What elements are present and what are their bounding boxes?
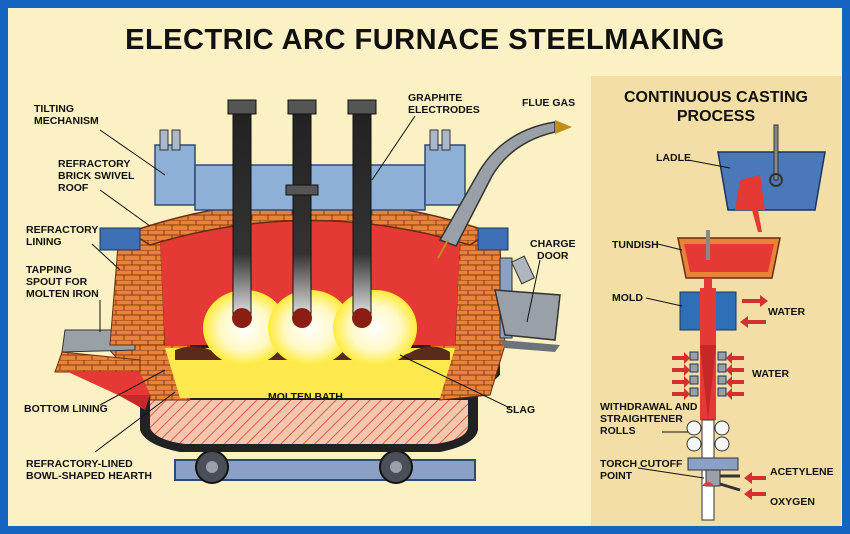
tilting-frame-left bbox=[154, 144, 196, 206]
casting-title: CONTINUOUS CASTING PROCESS bbox=[591, 88, 841, 126]
electrode-3 bbox=[347, 99, 377, 328]
label-withdrawal-line-2: STRAIGHTENER bbox=[600, 413, 683, 425]
flue-arrow bbox=[555, 120, 572, 134]
arc-glow-1 bbox=[203, 290, 287, 366]
label-tilting-mechanism: TILTING MECHANISM bbox=[34, 103, 99, 127]
label-torch-line-1: TORCH CUTOFF bbox=[600, 458, 683, 470]
label-withdrawal-line-1: WITHDRAWAL AND bbox=[600, 401, 698, 413]
label-refractory-roof: REFRACTORY BRICK SWIVEL ROOF bbox=[58, 158, 134, 194]
label-door-line-1: CHARGE bbox=[530, 238, 576, 250]
label-electrodes-line-1: GRAPHITE bbox=[408, 92, 463, 104]
label-roof-line-2: BRICK SWIVEL bbox=[58, 170, 135, 182]
label-spout-line-1: TAPPING bbox=[26, 264, 72, 276]
hearth bbox=[150, 400, 468, 444]
label-withdrawal-rolls: WITHDRAWAL AND STRAIGHTENER ROLLS bbox=[600, 401, 697, 437]
water-arrows bbox=[672, 295, 768, 500]
label-ladle: LADLE bbox=[656, 152, 691, 164]
label-lining-line-1: REFRACTORY bbox=[26, 224, 99, 236]
label-lining-line-2: LINING bbox=[26, 236, 62, 248]
label-bottom-lining: BOTTOM LINING bbox=[24, 403, 108, 415]
label-electrodes-line-2: ELECTRODES bbox=[408, 104, 480, 116]
casting-leaders bbox=[637, 159, 731, 479]
label-spout-line-3: MOLTEN IRON bbox=[26, 288, 99, 300]
casting-title-line-2: PROCESS bbox=[676, 108, 756, 125]
label-torch-line-2: POINT bbox=[600, 470, 633, 482]
torch bbox=[687, 457, 739, 471]
label-molten-bath: MOLTEN BATH bbox=[268, 391, 343, 403]
arc-glow-2 bbox=[268, 290, 352, 366]
arc-glow-3 bbox=[333, 290, 417, 366]
label-hearth: REFRACTORY-LINED BOWL-SHAPED HEARTH bbox=[26, 458, 152, 482]
tilting-frame-right bbox=[424, 144, 466, 206]
label-tundish: TUNDISH bbox=[612, 239, 659, 251]
label-flue-gas: FLUE GAS bbox=[522, 97, 576, 109]
label-water-spray: WATER bbox=[752, 368, 790, 380]
label-oxygen: OXYGEN bbox=[770, 496, 815, 508]
label-spout-line-2: SPOUT FOR bbox=[26, 276, 88, 288]
label-water-mold: WATER bbox=[768, 306, 806, 318]
ladle bbox=[717, 151, 826, 211]
label-roof-line-3: ROOF bbox=[58, 182, 89, 194]
label-tilting-line-1: TILTING bbox=[34, 103, 75, 115]
charge-door bbox=[494, 289, 561, 341]
label-roof-line-1: REFRACTORY bbox=[58, 158, 131, 170]
label-hearth-line-1: REFRACTORY-LINED bbox=[26, 458, 133, 470]
label-charge-door: CHARGE DOOR bbox=[530, 238, 576, 262]
label-refractory-lining: REFRACTORY LINING bbox=[26, 224, 98, 248]
electrode-1 bbox=[227, 99, 257, 328]
label-hearth-line-2: BOWL-SHAPED HEARTH bbox=[26, 470, 152, 482]
label-graphite-electrodes: GRAPHITE ELECTRODES bbox=[408, 92, 480, 116]
label-mold: MOLD bbox=[612, 292, 643, 304]
label-withdrawal-line-3: ROLLS bbox=[600, 425, 636, 437]
label-tilting-line-2: MECHANISM bbox=[34, 115, 99, 127]
label-slag: SLAG bbox=[506, 404, 536, 416]
poster-title: ELECTRIC ARC FURNACE STEELMAKING bbox=[125, 24, 725, 56]
label-door-line-2: DOOR bbox=[537, 250, 569, 262]
casting-title-line-1: CONTINUOUS CASTING bbox=[624, 89, 808, 106]
label-torch-cutoff: TORCH CUTOFF POINT bbox=[600, 458, 682, 482]
label-acetylene: ACETYLENE bbox=[770, 466, 834, 478]
label-tapping-spout: TAPPING SPOUT FOR MOLTEN IRON bbox=[26, 264, 99, 300]
withdrawal-rolls bbox=[686, 420, 730, 452]
electrode-2 bbox=[287, 99, 317, 328]
furnace-leaders bbox=[91, 115, 541, 453]
spray-rollers bbox=[689, 351, 727, 397]
